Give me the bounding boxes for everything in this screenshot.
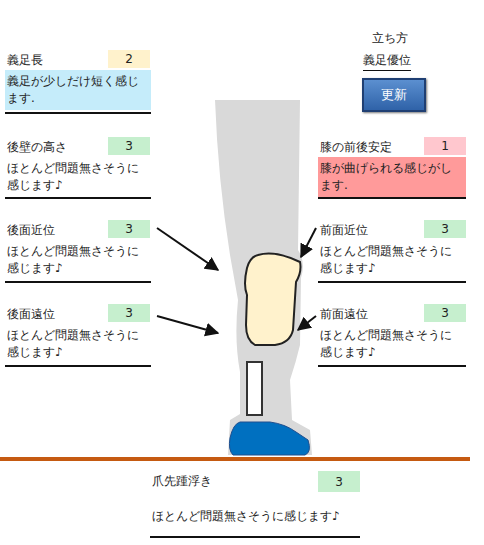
comment-text: ほとんど問題無さそうに感じます♪ (5, 240, 147, 280)
comment-text: ほとんど問題無さそうに感じます♪ (318, 240, 460, 280)
score-value: 3 (108, 220, 150, 238)
comment-text: ほとんど問題無さそうに感じます♪ (5, 157, 147, 197)
score-box: 2 (108, 50, 150, 68)
score-value: 3 (108, 304, 150, 322)
evaluation-panel: 義足長義足が少しだけ短く感じます.2 (5, 50, 151, 114)
foot (229, 422, 309, 455)
evaluation-panel: 後面近位ほとんど問題無さそうに感じます♪3 (5, 220, 151, 283)
floor-line (0, 457, 470, 461)
score-value: 2 (108, 50, 150, 68)
pylon (247, 362, 262, 415)
score-value: 3 (108, 137, 150, 155)
evaluation-panel: 膝の前後安定膝が曲げられる感じがします.1 (318, 137, 466, 199)
score-value: 3 (424, 304, 466, 322)
evaluation-panel: 前面遠位ほとんど問題無さそうに感じます♪3 (318, 304, 466, 367)
leader-arrow (157, 228, 218, 270)
score-box: 3 (108, 220, 150, 238)
score-box: 3 (424, 304, 466, 322)
score-box: 3 (318, 471, 360, 492)
score-box: 3 (108, 304, 150, 322)
socket (245, 254, 301, 345)
stance-label: 立ち方 (372, 30, 408, 46)
leader-arrow (157, 316, 218, 333)
update-button: 更新 (362, 78, 426, 112)
evaluation-panel: 爪先踵浮きほとんど問題無さそうに感じます♪3 (150, 471, 360, 538)
stance-value: 義足優位 (363, 52, 411, 71)
leg-silhouette (215, 100, 312, 455)
comment-text: 義足が少しだけ短く感じます. (5, 70, 151, 110)
comment-text: ほとんど問題無さそうに感じます♪ (5, 324, 147, 364)
button-label: 更新 (364, 86, 424, 104)
evaluation-panel: 後壁の高さほとんど問題無さそうに感じます♪3 (5, 137, 151, 199)
score-value: 3 (424, 220, 466, 238)
score-value: 3 (318, 473, 360, 491)
score-value: 1 (424, 137, 466, 155)
comment-text: ほとんど問題無さそうに感じます♪ (318, 324, 460, 364)
leader-arrow (301, 228, 316, 257)
evaluation-panel: 前面近位ほとんど問題無さそうに感じます♪3 (318, 220, 466, 283)
comment-text: 膝が曲げられる感じがします. (318, 157, 466, 197)
score-box: 3 (108, 137, 150, 155)
leader-arrow (298, 316, 316, 330)
score-box: 1 (424, 137, 466, 155)
comment-text: ほとんど問題無さそうに感じます♪ (150, 505, 360, 528)
evaluation-panel: 後面遠位ほとんど問題無さそうに感じます♪3 (5, 304, 151, 367)
score-box: 3 (424, 220, 466, 238)
